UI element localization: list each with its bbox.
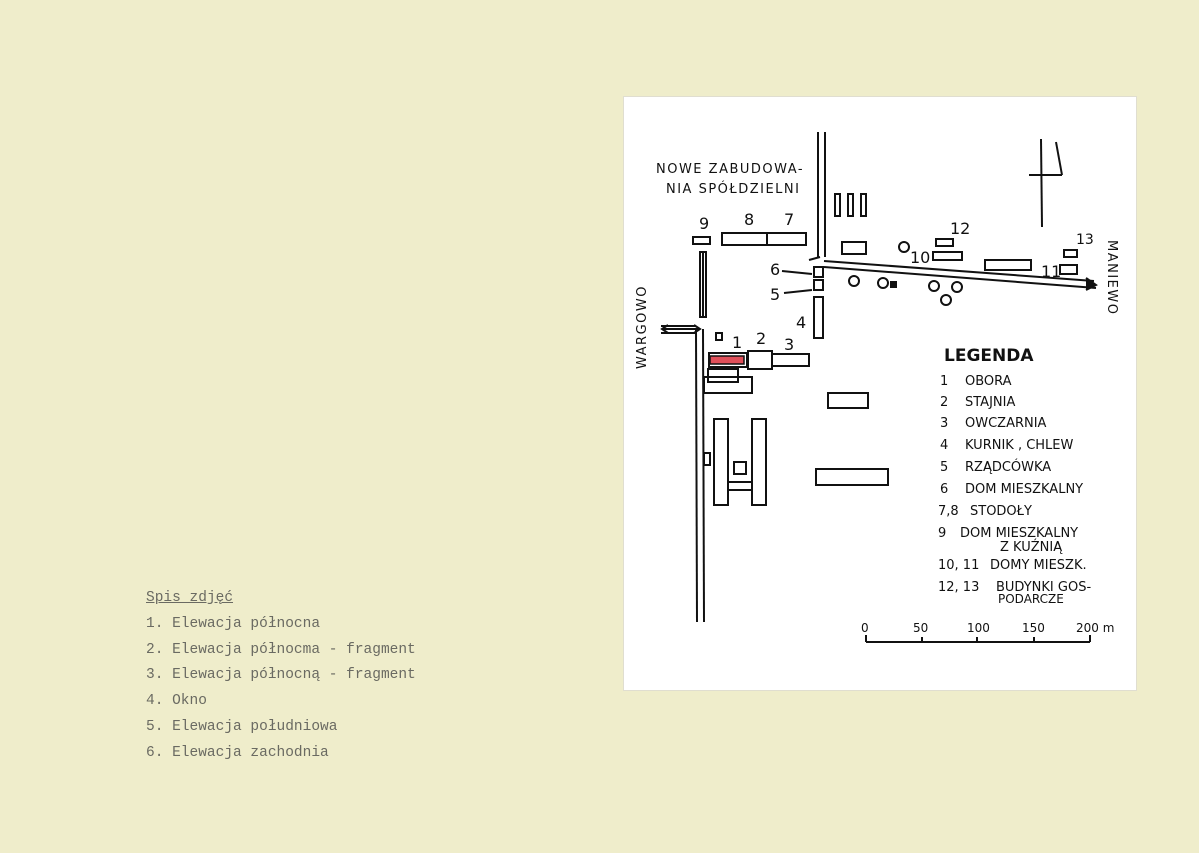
map-header-line2: NIA SPÓŁDZIELNI — [666, 181, 800, 197]
scale-bar — [865, 635, 1091, 643]
photo-list-item: 3. Elewacja północną - fragment — [146, 667, 416, 684]
legend-label: STODOŁY — [970, 504, 1032, 519]
legend-label: STAJNIA — [965, 395, 1015, 410]
legend-num: 6 — [940, 482, 948, 497]
label-8: 8 — [744, 210, 754, 229]
photo-list-item: 1. Elewacja północna — [146, 615, 321, 632]
coop-building — [860, 193, 867, 217]
road-label-wargowo: WARGOWO — [635, 285, 650, 369]
map-header-line1: NOWE ZABUDOWA- — [656, 162, 804, 177]
label-5: 5 — [770, 285, 780, 304]
photo-list-item: 2. Elewacja północma - fragment — [146, 641, 416, 658]
farm-building — [841, 241, 867, 255]
label-6: 6 — [770, 260, 780, 279]
scale-tick-100: 100 — [967, 621, 990, 635]
label-13: 13 — [1076, 232, 1094, 248]
legend-num: 3 — [940, 416, 948, 431]
building-1-highlight — [709, 355, 745, 365]
label-12: 12 — [950, 219, 970, 238]
building-2 — [747, 350, 773, 370]
scale-tick-50: 50 — [913, 621, 928, 635]
building-8-7 — [721, 232, 807, 246]
legend-num: 4 — [940, 438, 948, 453]
farm-building — [984, 259, 1032, 271]
label-11: 11 — [1041, 262, 1061, 281]
scale-tick-150: 150 — [1022, 621, 1045, 635]
photo-list: Spis zdjęć 1. Elewacja północna 2. Elewa… — [146, 586, 416, 767]
road-north — [817, 132, 826, 257]
building-5 — [813, 279, 824, 291]
label-10: 10 — [910, 248, 930, 267]
label-7: 7 — [784, 210, 794, 229]
road-maniewo — [823, 260, 1098, 291]
legend-num: 2 — [940, 395, 948, 410]
road-south — [695, 328, 705, 623]
scale-tick-200: 200 m — [1076, 621, 1114, 635]
legend-num: 10, 11 — [938, 558, 979, 573]
photo-list-title: Spis zdjęć — [146, 590, 234, 606]
label-4: 4 — [796, 313, 806, 332]
legend-label: DOM MIESZKALNY — [960, 526, 1078, 541]
legend-label: OBORA — [965, 374, 1012, 389]
legend-num: 9 — [938, 526, 946, 541]
legend-num: 12, 13 — [938, 580, 979, 595]
legend-label-2: PODARCZE — [998, 592, 1064, 606]
legend-label: BUDYNKI GOS- — [996, 580, 1091, 595]
building-9 — [692, 236, 711, 245]
legend-label: OWCZARNIA — [965, 416, 1047, 431]
building-13 — [1063, 249, 1078, 258]
building-11 — [1059, 264, 1078, 275]
label-9: 9 — [699, 214, 709, 233]
site-map-card: NOWE ZABUDOWA- NIA SPÓŁDZIELNI 9 8 7 6 5… — [624, 97, 1136, 690]
farm-building — [827, 392, 869, 409]
road-wargowo — [660, 324, 702, 334]
photo-list-item: 5. Elewacja południowa — [146, 718, 338, 735]
legend-num: 7,8 — [938, 504, 959, 519]
building-10 — [932, 251, 963, 261]
photo-list-item: 6. Elewacja zachodnia — [146, 744, 329, 761]
coop-building — [847, 193, 854, 217]
building-4 — [813, 296, 824, 339]
legend-label: DOM MIESZKALNY — [965, 482, 1083, 497]
building-12 — [935, 238, 954, 247]
legend-label-2: Z KUŹNIĄ — [1000, 539, 1063, 555]
site-map: NOWE ZABUDOWA- NIA SPÓŁDZIELNI 9 8 7 6 5… — [635, 132, 1119, 643]
legend-label: RZĄDCÓWKA — [965, 459, 1051, 475]
building-3 — [771, 353, 810, 367]
label-1: 1 — [732, 333, 742, 352]
legend-label: KURNIK , CHLEW — [965, 438, 1074, 453]
farm-building — [815, 468, 889, 486]
legend-num: 1 — [940, 374, 948, 389]
north-arrow-icon — [1029, 138, 1063, 228]
label-3: 3 — [784, 335, 794, 354]
scale-tick-0: 0 — [861, 621, 869, 635]
legend-label: DOMY MIESZK. — [990, 558, 1087, 573]
label-2: 2 — [756, 329, 766, 348]
coop-building — [834, 193, 841, 217]
building-6 — [813, 266, 824, 278]
legend-title: LEGENDA — [944, 346, 1034, 366]
photo-list-item: 4. Okno — [146, 693, 207, 710]
road-label-maniewo: MANIEWO — [1104, 240, 1119, 315]
legend-num: 5 — [940, 460, 948, 475]
